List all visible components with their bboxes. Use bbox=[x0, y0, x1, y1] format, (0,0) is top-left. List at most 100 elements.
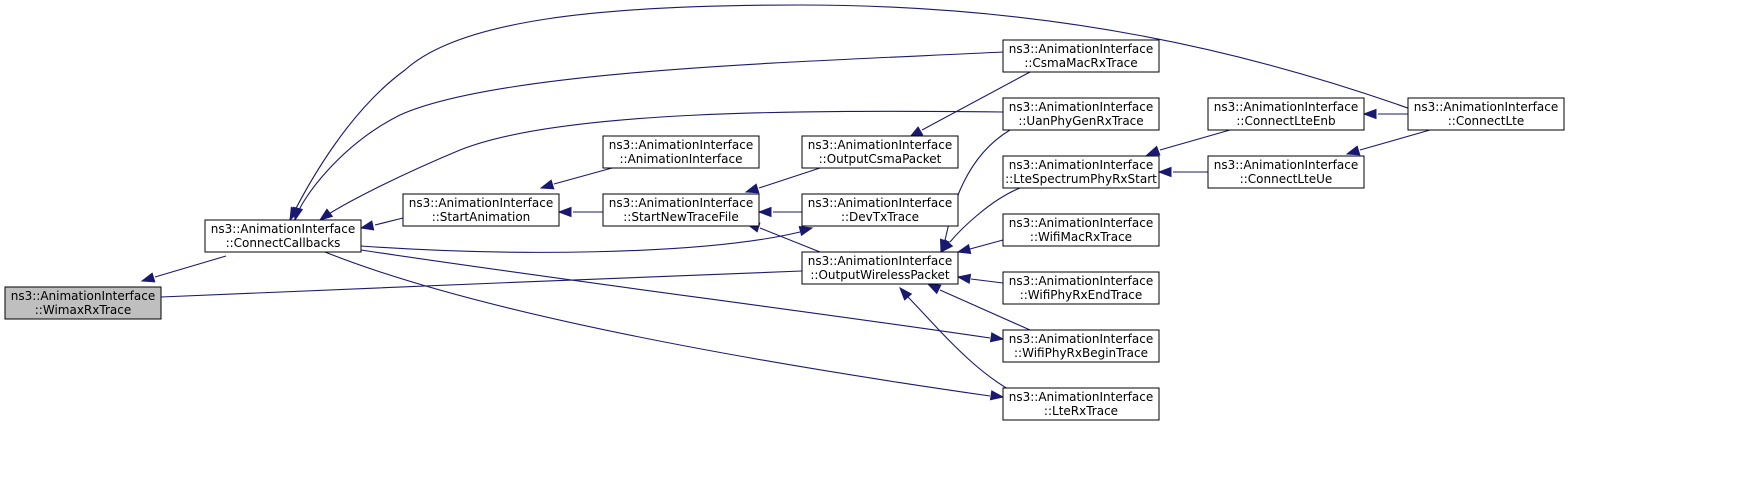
edge-line bbox=[294, 51, 1004, 221]
edge-line bbox=[970, 278, 1004, 284]
edge-line bbox=[324, 251, 991, 397]
node-wifiMacRxTrace[interactable]: ns3::AnimationInterface::WifiMacRxTrace bbox=[1002, 213, 1160, 247]
edge-csmaMacRxTrace-to-connectCallbacks bbox=[292, 51, 1004, 222]
edge-line bbox=[319, 110, 1004, 221]
arrowhead bbox=[140, 272, 156, 283]
node-label-line2: ::LteRxTrace bbox=[1044, 404, 1118, 418]
arrowhead bbox=[926, 283, 942, 295]
node-outputCsmaPacket[interactable]: ns3::AnimationInterface::OutputCsmaPacke… bbox=[801, 135, 959, 169]
edge-line bbox=[160, 270, 803, 298]
edge-devTxTrace-to-startNewTraceFile bbox=[757, 206, 802, 218]
edge-lteSpectrumPhyRxStart-to-outputWirelessPacket bbox=[940, 187, 1021, 254]
node-lteSpectrumPhyRxStart[interactable]: ns3::AnimationInterface::LteSpectrumPhyR… bbox=[1002, 155, 1160, 189]
node-box bbox=[602, 193, 760, 227]
node-startAnimation[interactable]: ns3::AnimationInterface::StartAnimation bbox=[402, 193, 560, 227]
edge-line bbox=[939, 289, 1031, 331]
arrowhead bbox=[940, 239, 954, 254]
node-label-line2: ::OutputCsmaPacket bbox=[819, 152, 942, 166]
arrowhead bbox=[1362, 108, 1377, 120]
edge-layer bbox=[140, 4, 1431, 401]
arrowhead bbox=[1145, 145, 1161, 156]
edge-line bbox=[1359, 129, 1431, 151]
node-label-line1: ns3::AnimationInterface bbox=[1009, 158, 1153, 172]
edge-line bbox=[360, 231, 801, 253]
node-box bbox=[1407, 97, 1565, 131]
node-connectLteUe[interactable]: ns3::AnimationInterface::ConnectLteUe bbox=[1207, 155, 1365, 189]
edge-line bbox=[374, 217, 404, 226]
node-box bbox=[801, 193, 959, 227]
node-label-line2: ::StartAnimation bbox=[432, 210, 531, 224]
arrowhead bbox=[744, 183, 760, 194]
node-label-line2: ::ConnectLte bbox=[1448, 114, 1524, 128]
node-wifiPhyRxEndTrace[interactable]: ns3::AnimationInterface::WifiPhyRxEndTra… bbox=[1002, 271, 1160, 305]
node-label-line2: ::WifiPhyRxEndTrace bbox=[1020, 288, 1143, 302]
edge-line bbox=[360, 249, 991, 339]
node-animIface[interactable]: ns3::AnimationInterface::AnimationInterf… bbox=[602, 135, 760, 169]
arrowhead bbox=[1157, 166, 1172, 178]
node-csmaMacRxTrace[interactable]: ns3::AnimationInterface::CsmaMacRxTrace bbox=[1002, 39, 1160, 73]
node-label-line1: ns3::AnimationInterface bbox=[211, 222, 355, 236]
node-box bbox=[602, 135, 760, 169]
edge-lteRxTrace-to-connectCallbacks bbox=[324, 251, 1005, 401]
node-box bbox=[1207, 155, 1365, 189]
node-box bbox=[1002, 329, 1160, 363]
edge-line bbox=[969, 239, 1004, 250]
node-uanPhyGenRxTrace[interactable]: ns3::AnimationInterface::UanPhyGenRxTrac… bbox=[1002, 97, 1160, 131]
node-wifiPhyRxBeginTrace[interactable]: ns3::AnimationInterface::WifiPhyRxBeginT… bbox=[1002, 329, 1160, 363]
arrowhead bbox=[557, 206, 572, 218]
node-label-line2: ::WifiPhyRxBeginTrace bbox=[1014, 346, 1148, 360]
node-label-line2: ::WifiMacRxTrace bbox=[1030, 230, 1132, 244]
node-box bbox=[1002, 39, 1160, 73]
edge-line bbox=[944, 129, 1011, 241]
node-connectCallbacks[interactable]: ns3::AnimationInterface::ConnectCallback… bbox=[204, 219, 362, 253]
node-wimax: ns3::AnimationInterface::WimaxRxTrace bbox=[4, 286, 162, 320]
node-startNewTraceFile[interactable]: ns3::AnimationInterface::StartNewTraceFi… bbox=[602, 193, 760, 227]
edge-outputCsmaPacket-to-startNewTraceFile bbox=[744, 167, 821, 194]
node-box bbox=[402, 193, 560, 227]
node-label-line1: ns3::AnimationInterface bbox=[1214, 158, 1358, 172]
arrowhead bbox=[956, 243, 972, 255]
node-label-line2: ::WimaxRxTrace bbox=[35, 303, 131, 317]
node-box bbox=[801, 251, 959, 285]
edge-wifiPhyRxEndTrace-to-outputWirelessPacket bbox=[956, 273, 1004, 285]
node-devTxTrace[interactable]: ns3::AnimationInterface::DevTxTrace bbox=[801, 193, 959, 227]
arrowhead bbox=[757, 206, 772, 218]
node-lteRxTrace[interactable]: ns3::AnimationInterface::LteRxTrace bbox=[1002, 387, 1160, 421]
node-label-line1: ns3::AnimationInterface bbox=[1009, 390, 1153, 404]
node-label-line2: ::ConnectCallbacks bbox=[226, 236, 341, 250]
edge-connectCallbacks-to-wimax bbox=[140, 255, 227, 283]
node-outputWirelessPacket[interactable]: ns3::AnimationInterface::OutputWirelessP… bbox=[801, 251, 959, 285]
node-label-line2: ::OutputWirelessPacket bbox=[810, 268, 950, 282]
arrowhead bbox=[1345, 145, 1361, 156]
edge-line bbox=[1159, 129, 1231, 151]
edge-line bbox=[759, 227, 821, 253]
node-label-line1: ns3::AnimationInterface bbox=[1214, 100, 1358, 114]
edge-startNewTraceFile-to-startAnimation bbox=[557, 206, 603, 218]
node-label-line1: ns3::AnimationInterface bbox=[1009, 42, 1153, 56]
node-label-line1: ns3::AnimationInterface bbox=[409, 196, 553, 210]
node-box bbox=[1002, 97, 1160, 131]
edge-wifiMacRxTrace-to-outputWirelessPacket bbox=[956, 239, 1004, 255]
arrowhead bbox=[989, 332, 1005, 343]
edge-line bbox=[154, 255, 227, 278]
node-box bbox=[4, 286, 162, 320]
arrowhead bbox=[359, 220, 375, 231]
node-label-line2: ::DevTxTrace bbox=[841, 210, 919, 224]
arrowhead bbox=[989, 390, 1005, 401]
node-label-line2: ::LteSpectrumPhyRxStart bbox=[1005, 172, 1157, 186]
node-label-line2: ::AnimationInterface bbox=[620, 152, 743, 166]
edge-outputWirelessPacket-to-wimax bbox=[160, 270, 803, 298]
node-label-line1: ns3::AnimationInterface bbox=[1414, 100, 1558, 114]
edge-line bbox=[949, 187, 1021, 243]
node-label-line1: ns3::AnimationInterface bbox=[609, 138, 753, 152]
node-label-line2: ::UanPhyGenRxTrace bbox=[1018, 114, 1143, 128]
node-box bbox=[1002, 271, 1160, 305]
node-connectLteEnb[interactable]: ns3::AnimationInterface::ConnectLteEnb bbox=[1207, 97, 1365, 131]
edge-line bbox=[921, 71, 1031, 131]
node-label-line1: ns3::AnimationInterface bbox=[11, 289, 155, 303]
arrowhead bbox=[956, 273, 972, 285]
node-label-line2: ::ConnectLteEnb bbox=[1236, 114, 1335, 128]
arrowhead bbox=[539, 179, 555, 190]
node-connectLte[interactable]: ns3::AnimationInterface::ConnectLte bbox=[1407, 97, 1565, 131]
edge-connectLte-to-connectLteEnb bbox=[1362, 108, 1408, 120]
